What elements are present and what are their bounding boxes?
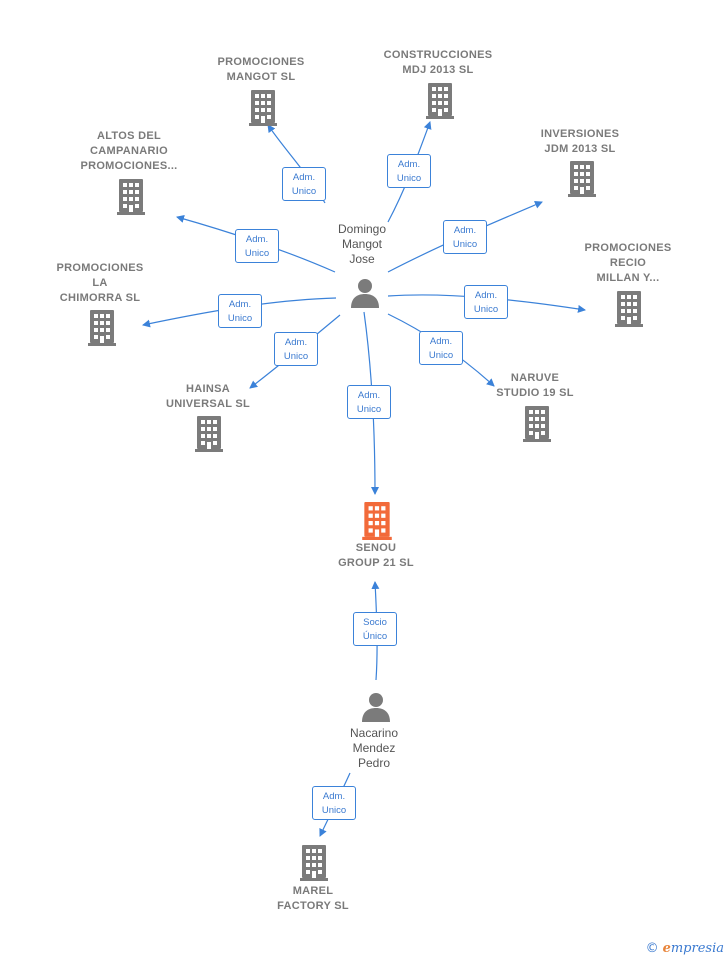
node-label-mangot[interactable]: PROMOCIONES MANGOT SL xyxy=(217,56,305,83)
edge-label-line2: Unico xyxy=(428,350,454,361)
person-icon-domingo xyxy=(351,279,379,308)
edge-label-jdm: Adm. Unico xyxy=(443,220,487,254)
brand-logo[interactable]: ©empresia xyxy=(646,941,724,956)
edge-label-line1: Adm. xyxy=(292,172,316,183)
building-icon-altos xyxy=(117,179,145,215)
edge-label-marel: Adm. Unico xyxy=(312,786,356,820)
node-label-altos[interactable]: ALTOS DEL CAMPANARIO PROMOCIONES... xyxy=(80,130,178,172)
building-icon-chimorra xyxy=(88,310,116,346)
person-icon-nacarino xyxy=(362,693,390,722)
building-icon-hainsa xyxy=(195,416,223,452)
edge-label-line2: Unico xyxy=(452,239,478,250)
edge-label-line1: Adm. xyxy=(245,234,269,245)
node-label-mdj[interactable]: CONSTRUCCIONES MDJ 2013 SL xyxy=(383,49,493,76)
node-label-jdm[interactable]: INVERSIONES JDM 2013 SL xyxy=(540,128,620,155)
node-label-nacarino[interactable]: Nacarino Mendez Pedro xyxy=(349,726,399,770)
building-icon-senou xyxy=(362,502,392,540)
edge-label-line2: Unico xyxy=(244,248,270,259)
edge-label-mdj: Adm. Unico xyxy=(387,154,431,188)
edge-label-line1: Adm. xyxy=(322,791,346,802)
edge-label-senou: Adm. Unico xyxy=(347,385,391,419)
edge-label-line1: Adm. xyxy=(357,390,381,401)
edge-label-line1: Adm. xyxy=(228,299,252,310)
edge-label-naruve: Adm. Unico xyxy=(419,331,463,365)
edge-label-line2: Unico xyxy=(283,351,309,362)
edge-label-line1: Adm. xyxy=(284,337,308,348)
node-label-naruve[interactable]: NARUVE STUDIO 19 SL xyxy=(496,372,574,399)
edge-label-line1: Adm. xyxy=(474,290,498,301)
node-label-senou[interactable]: SENOU GROUP 21 SL xyxy=(338,542,414,569)
edge-label-line2: Unico xyxy=(321,805,347,816)
building-icon-naruve xyxy=(523,406,551,442)
node-label-chimorra[interactable]: PROMOCIONES LA CHIMORRA SL xyxy=(56,262,144,304)
building-icon-recio xyxy=(615,291,643,327)
edge-label-mangot: Adm. Unico xyxy=(282,167,326,201)
edge-label-line2: Unico xyxy=(291,186,317,197)
edge-label-line2: Unico xyxy=(473,304,499,315)
edge-label-line2: Unico xyxy=(396,173,422,184)
building-icon-mdj xyxy=(426,83,454,119)
node-label-domingo[interactable]: Domingo Mangot Jose xyxy=(337,222,387,266)
building-icon-marel xyxy=(300,845,328,881)
edge-label-hainsa: Adm. Unico xyxy=(274,332,318,366)
brand-initial: e xyxy=(662,941,671,956)
edge-label-line2: Único xyxy=(362,631,388,642)
building-icon-jdm xyxy=(568,161,596,197)
edge-label-line1: Adm. xyxy=(453,225,477,236)
node-label-recio[interactable]: PROMOCIONES RECIO MILLAN Y... xyxy=(584,242,672,284)
copyright-icon: © xyxy=(645,941,659,956)
edge-label-altos: Adm. Unico xyxy=(235,229,279,263)
edge-label-line2: Unico xyxy=(356,404,382,415)
edge-label-recio: Adm. Unico xyxy=(464,285,508,319)
node-label-marel[interactable]: MAREL FACTORY SL xyxy=(277,885,349,912)
edge-label-chimorra: Adm. Unico xyxy=(218,294,262,328)
brand-name: mpresia xyxy=(670,941,724,956)
edge-label-line1: Socio xyxy=(363,617,387,628)
node-label-hainsa[interactable]: HAINSA UNIVERSAL SL xyxy=(165,383,251,410)
edge-label-line1: Adm. xyxy=(429,336,453,347)
building-icon-mangot xyxy=(249,90,277,126)
edge-label-line2: Unico xyxy=(227,313,253,324)
edge-label-line1: Adm. xyxy=(397,159,421,170)
